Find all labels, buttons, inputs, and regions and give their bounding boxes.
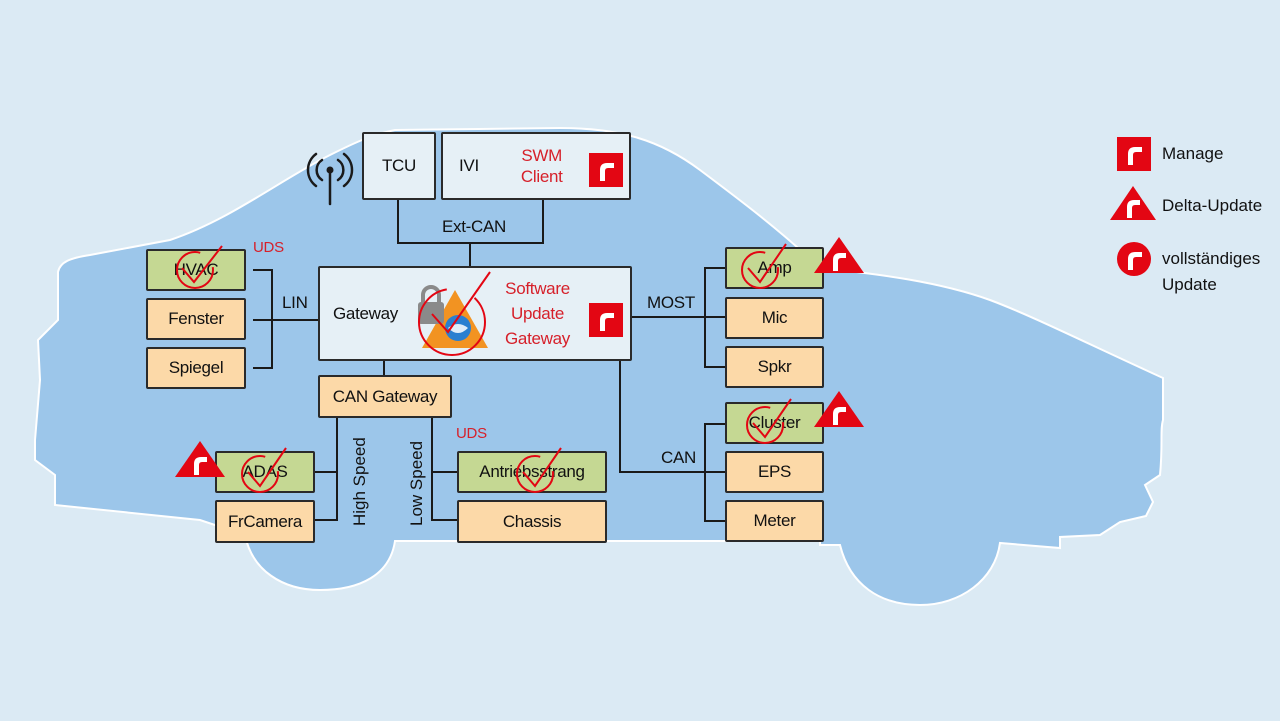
swm-client-label: SWM Client <box>520 146 563 186</box>
ecu-spkr[interactable]: Spkr <box>725 346 824 388</box>
can-label: CAN <box>661 448 696 467</box>
software-update-gateway-icon <box>418 271 491 356</box>
legend-delta-update-label: Delta-Update <box>1162 196 1263 215</box>
delta-update-triangle-icon <box>814 237 864 273</box>
delta-update-triangle-icon <box>1110 186 1156 220</box>
ecu-hvac[interactable]: HVAC <box>146 249 246 291</box>
ecu-antriebsstrang[interactable]: Antriebsstrang <box>457 451 607 493</box>
ecu-mic[interactable]: Mic <box>725 297 824 339</box>
antenna-icon <box>306 152 354 206</box>
ecu-adas[interactable]: ADAS <box>215 451 315 493</box>
high-speed-label: High Speed <box>350 437 369 526</box>
uds-label: UDS <box>456 425 487 442</box>
ecu-frcamera[interactable]: FrCamera <box>215 500 315 543</box>
ecu-meter[interactable]: Meter <box>725 500 824 542</box>
ecu-cluster[interactable]: Cluster <box>725 402 824 444</box>
ecu-spiegel[interactable]: Spiegel <box>146 347 246 389</box>
ecu-fenster[interactable]: Fenster <box>146 298 246 340</box>
manage-square-icon <box>1117 137 1151 171</box>
software-update-gateway-label: Software Update Gateway <box>505 279 570 348</box>
full-update-circle-icon <box>1117 242 1151 276</box>
most-label: MOST <box>647 293 695 312</box>
ecu-amp[interactable]: Amp <box>725 247 824 289</box>
ecu-chassis[interactable]: Chassis <box>457 500 607 543</box>
ext-can-label: Ext-CAN <box>442 217 507 236</box>
delta-update-triangle-icon <box>175 441 225 477</box>
low-speed-label: Low Speed <box>407 440 426 526</box>
gateway-label: Gateway <box>333 303 398 323</box>
ivi-label: IVI <box>459 156 479 175</box>
delta-update-triangle-icon <box>814 391 864 427</box>
ecu-eps[interactable]: EPS <box>725 451 824 493</box>
tcu-box[interactable]: TCU <box>362 132 436 200</box>
legend-full-update-label: vollständiges Update <box>1162 249 1261 294</box>
manage-square-icon <box>589 303 623 337</box>
tcu-label: TCU <box>381 156 417 175</box>
lin-label: LIN <box>282 293 308 312</box>
can-gateway-box[interactable]: CAN Gateway <box>318 375 452 418</box>
legend-manage-label: Manage <box>1162 144 1224 163</box>
manage-square-icon <box>589 153 623 187</box>
uds-label: UDS <box>253 239 284 256</box>
